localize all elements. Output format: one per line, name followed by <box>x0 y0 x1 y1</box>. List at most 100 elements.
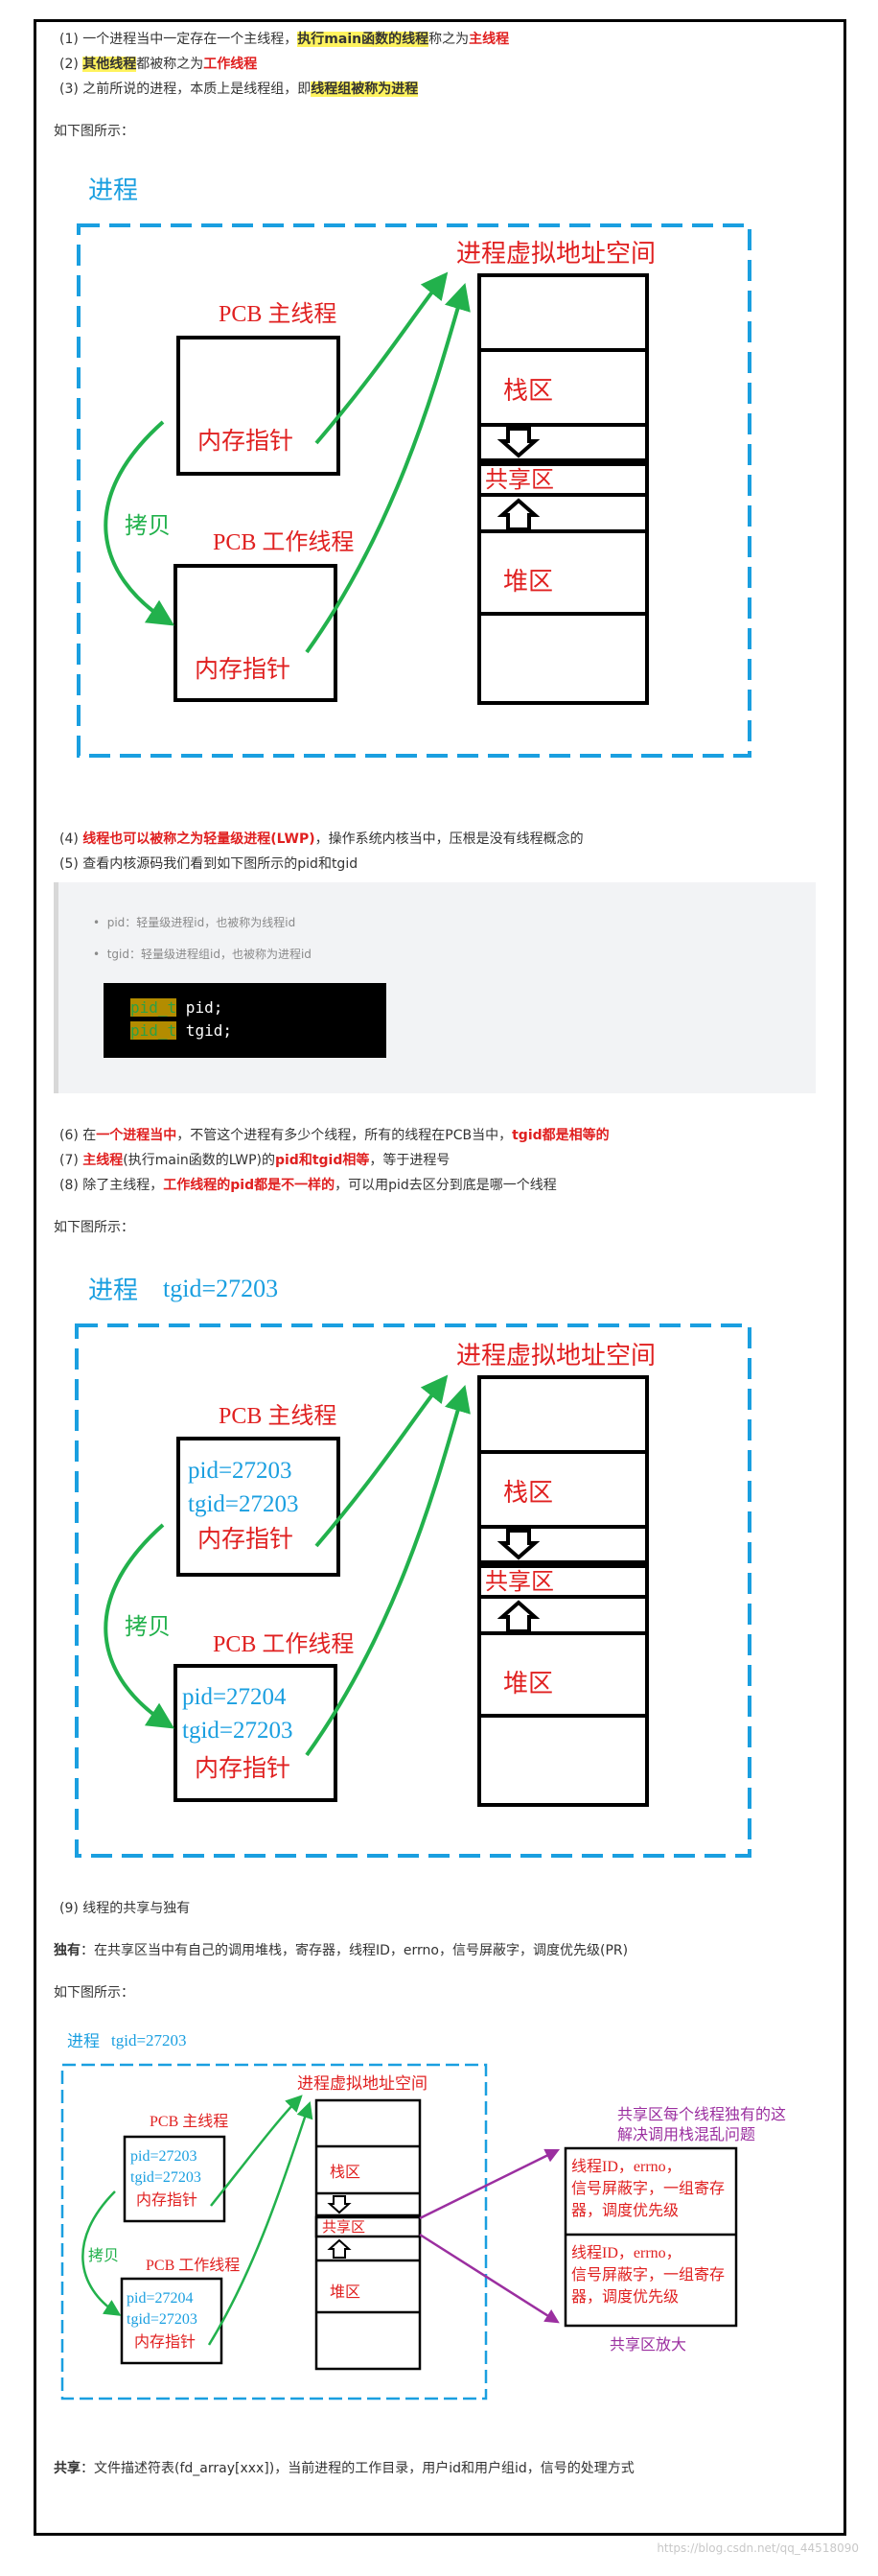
d2-work-pcb-label: PCB 工作线程 <box>213 1631 354 1657</box>
d2-work-pid: pid=27204 <box>182 1684 287 1710</box>
d1-copy-arrow <box>104 420 175 626</box>
paragraph-2: (2) 其他线程都被称之为工作线程 <box>59 57 258 72</box>
d3-main-tgid: tgid=27203 <box>130 2169 201 2186</box>
d3-note1-line1: 共享区每个线程独有的这 <box>617 2106 786 2123</box>
d3-title: 进程 <box>67 2032 100 2050</box>
d3-down-arrow <box>327 2195 352 2214</box>
d2-work-mem-ptr: 内存指针 <box>195 1755 290 1782</box>
d1-main-mem-ptr: 内存指针 <box>197 428 293 455</box>
d2-main-mem-ptr: 内存指针 <box>197 1526 293 1553</box>
paragraph-11: 共享：文件描述符表(fd_array[xxx])，当前进程的工作目录，用户id和… <box>54 2461 635 2476</box>
paragraph-6: (6) 在一个进程当中，不管这个进程有多少个线程，所有的线程在PCB当中，tgi… <box>59 1128 610 1143</box>
d2-vas-label: 进程虚拟地址空间 <box>456 1342 656 1370</box>
d1-work-pcb-label: PCB 工作线程 <box>213 529 354 555</box>
d2-work-pcb-box <box>173 1664 337 1802</box>
d3-up-arrow <box>327 2238 352 2259</box>
figure-intro-3: 如下图所示： <box>54 1985 134 2001</box>
d3-thread1-info-l1: 线程ID，errno， <box>571 2158 682 2175</box>
d2-shared-label: 共享区 <box>485 1569 554 1595</box>
paragraph-7: (7) 主线程(执行main函数的LWP)的pid和tgid相等，等于进程号 <box>59 1153 451 1168</box>
d3-copy-arrow <box>81 2190 122 2316</box>
d3-main-pcb-box <box>123 2135 226 2223</box>
figure-intro-1: 如下图所示： <box>54 124 134 139</box>
d3-process-border <box>60 2063 488 2400</box>
diagram-3: 进程 tgid=27203 进程虚拟地址空间 PCB 主线程 pid=27203… <box>60 2031 786 2400</box>
d3-thread2-info-l1: 线程ID，errno， <box>571 2244 682 2261</box>
d2-up-arrow <box>497 1600 541 1633</box>
watermark: https://blog.csdn.net/qq_44518090 <box>657 2541 859 2555</box>
d3-zoom-line-top <box>419 2148 561 2220</box>
d3-main-pid: pid=27203 <box>130 2148 196 2165</box>
d2-stack-label: 栈区 <box>503 1479 553 1507</box>
d3-zoom-line-bottom <box>419 2233 560 2324</box>
d1-main-arrow <box>314 271 449 445</box>
d3-note2: 共享区放大 <box>610 2336 686 2354</box>
d2-work-tgid: tgid=27203 <box>182 1718 293 1744</box>
d3-copy-label: 拷贝 <box>88 2247 119 2264</box>
d3-shared-label: 共享区 <box>322 2219 365 2236</box>
d3-work-arrow <box>207 2101 313 2346</box>
d2-main-pcb-label: PCB 主线程 <box>219 1403 336 1429</box>
d3-tgid: tgid=27203 <box>111 2031 187 2049</box>
d3-work-pcb-box <box>120 2277 223 2365</box>
d3-thread2-info-l3: 器，调度优先级 <box>571 2288 679 2306</box>
d2-main-pcb-box <box>176 1437 340 1577</box>
paragraph-1: (1) 一个进程当中一定存在一个主线程，执行main函数的线程称之为主线程 <box>59 32 510 47</box>
d1-copy-label: 拷贝 <box>125 513 171 539</box>
d3-note1-line2: 解决调用栈混乱问题 <box>617 2126 755 2143</box>
d1-title: 进程 <box>88 176 138 204</box>
code-line-2: pid_t tgid; <box>130 1021 232 1040</box>
d1-up-arrow <box>497 498 541 531</box>
d2-copy-arrow <box>104 1523 175 1729</box>
d3-heap-label: 堆区 <box>330 2283 360 2301</box>
d3-thread2-info-l2: 信号屏蔽字，一组寄存 <box>571 2266 725 2283</box>
d2-work-arrow <box>305 1384 471 1757</box>
d3-main-mem-ptr: 内存指针 <box>136 2191 197 2209</box>
d3-stack-label: 栈区 <box>330 2164 360 2181</box>
diagram-1: 进程 进程虚拟地址空间 PCB 主线程 内存指针 PCB 工作线程 内存指针 拷… <box>77 176 751 758</box>
code-line-1: pid_t pid; <box>130 998 223 1017</box>
d2-main-tgid: tgid=27203 <box>188 1491 299 1517</box>
d3-shared-zoom-box <box>564 2146 738 2328</box>
d1-work-mem-ptr: 内存指针 <box>195 656 290 683</box>
d1-main-pcb-label: PCB 主线程 <box>219 301 336 327</box>
diagram-2: 进程 tgid=27203 进程虚拟地址空间 PCB 主线程 pid=27203… <box>75 1275 751 1858</box>
d1-stack-label: 栈区 <box>503 377 553 405</box>
d1-address-space <box>477 273 649 705</box>
d1-shared-label: 共享区 <box>485 467 554 493</box>
d1-process-border <box>77 223 751 758</box>
figure-intro-2: 如下图所示： <box>54 1220 134 1235</box>
d2-tgid: tgid=27203 <box>163 1275 278 1302</box>
paragraph-8: (8) 除了主线程，工作线程的pid都是不一样的，可以用pid去区分到底是哪一个… <box>59 1178 557 1193</box>
d1-heap-label: 堆区 <box>503 568 553 596</box>
d1-vas-label: 进程虚拟地址空间 <box>456 240 656 268</box>
d1-work-pcb-box <box>173 564 337 702</box>
paragraph-9: (9) 线程的共享与独有 <box>59 1901 191 1916</box>
d2-main-pid: pid=27203 <box>188 1458 292 1484</box>
d3-work-mem-ptr: 内存指针 <box>134 2333 196 2351</box>
bullet-pid: • pid：轻量级进程id，也被称为线程id <box>93 916 296 929</box>
d1-work-arrow <box>305 282 471 654</box>
d2-address-space <box>477 1375 649 1807</box>
paragraph-10: 独有：在共享区当中有自己的调用堆栈，寄存器，线程ID，errno，信号屏蔽字，调… <box>54 1943 629 1958</box>
d2-down-arrow <box>497 1529 541 1560</box>
paragraph-4: (4) 线程也可以被称之为轻量级进程(LWP)，操作系统内核当中，压根是没有线程… <box>59 831 584 847</box>
d2-title: 进程 <box>88 1276 138 1304</box>
d2-copy-label: 拷贝 <box>125 1614 171 1640</box>
code-snippet: pid_t pid; pid_t tgid; <box>104 983 386 1058</box>
d2-main-arrow <box>314 1374 449 1548</box>
paragraph-3: (3) 之前所说的进程，本质上是线程组，即线程组被称为进程 <box>59 82 419 97</box>
d2-process-border <box>75 1323 751 1858</box>
document-frame <box>34 19 846 2536</box>
d3-main-pcb-label: PCB 主线程 <box>150 2113 228 2130</box>
d1-down-arrow <box>497 427 541 458</box>
bullet-tgid: • tgid：轻量级进程组id，也被称为进程id <box>93 948 312 961</box>
d3-main-arrow <box>210 2095 303 2207</box>
d1-main-pcb-box <box>176 336 340 476</box>
d3-work-pcb-label: PCB 工作线程 <box>146 2257 240 2274</box>
d3-work-tgid: tgid=27203 <box>127 2311 197 2328</box>
d2-heap-label: 堆区 <box>503 1670 553 1698</box>
d3-work-pid: pid=27204 <box>127 2290 193 2307</box>
d3-vas-label: 进程虚拟地址空间 <box>297 2074 427 2093</box>
